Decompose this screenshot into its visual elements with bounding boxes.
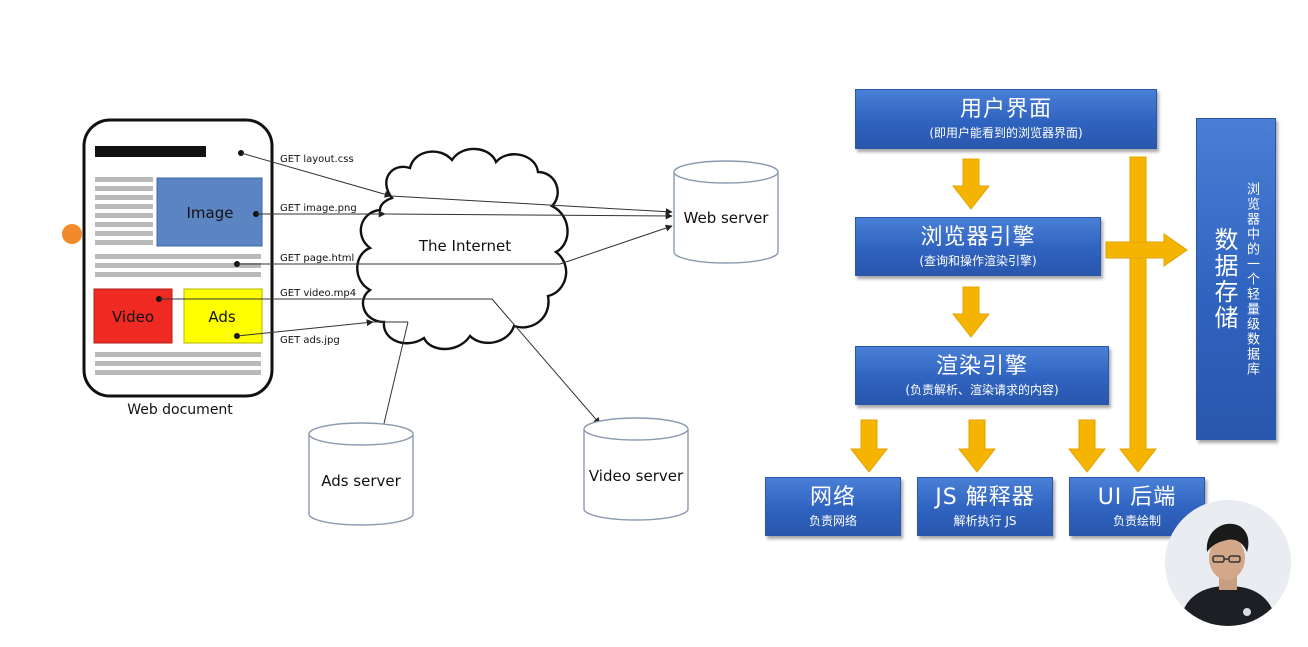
internet-label: The Internet bbox=[418, 237, 511, 255]
web-document-label: Web document bbox=[127, 402, 233, 418]
request-label-image: GET image.png bbox=[280, 203, 357, 214]
request-label-page: GET page.html bbox=[280, 253, 354, 264]
js-interpreter-subtitle: 解析执行 JS bbox=[953, 513, 1017, 528]
network-title: 网络 bbox=[809, 484, 856, 510]
cursor-indicator bbox=[62, 224, 82, 244]
arrow-render-to-network bbox=[849, 419, 889, 473]
render-engine-subtitle: (负责解析、渲染请求的内容) bbox=[905, 382, 1059, 397]
render-engine-title: 渲染引擎 bbox=[935, 353, 1028, 379]
browser-engine-subtitle: (查询和操作渲染引擎) bbox=[919, 253, 1037, 268]
presenter-avatar-icon bbox=[1165, 500, 1291, 626]
presenter-video-bubble bbox=[1165, 500, 1291, 626]
data-storage-box: 数据存储 浏览器中的一个轻量级数据库 bbox=[1196, 118, 1276, 440]
ui-backend-box: UI 后端 负责绘制 bbox=[1069, 477, 1205, 536]
ui-subtitle: (即用户能看到的浏览器界面) bbox=[929, 126, 1083, 140]
request-label-layout: GET layout.css bbox=[280, 154, 354, 165]
web-request-diagram: Image Video Ads Web document The Interne… bbox=[82, 118, 779, 526]
arrow-render-to-ui-backend bbox=[1067, 419, 1107, 473]
render-engine-box: 渲染引擎 (负责解析、渲染请求的内容) bbox=[855, 346, 1109, 405]
document-heading-bar bbox=[95, 146, 206, 157]
ui-backend-title: UI 后端 bbox=[1097, 484, 1177, 510]
web-server: Web server bbox=[673, 160, 779, 264]
data-storage-subtitle: 浏览器中的一个轻量级数据库 bbox=[1244, 181, 1259, 377]
video-server: Video server bbox=[583, 417, 689, 521]
ads-block bbox=[183, 288, 263, 344]
video-label: Video bbox=[112, 308, 154, 326]
arrow-render-to-js bbox=[957, 419, 997, 473]
ui-box: 用户界面 (即用户能看到的浏览器界面) bbox=[855, 89, 1157, 149]
ui-title: 用户界面 bbox=[959, 97, 1052, 122]
arrow-engine-to-storage bbox=[1105, 233, 1188, 267]
js-interpreter-box: JS 解释器 解析执行 JS bbox=[917, 477, 1053, 536]
browser-engine-title: 浏览器引擎 bbox=[920, 224, 1036, 250]
arrow-ui-to-ui-backend bbox=[1118, 156, 1158, 473]
document-text-lines bbox=[95, 177, 261, 375]
arrow-engine-to-render bbox=[951, 286, 991, 338]
video-server-label: Video server bbox=[589, 467, 684, 485]
web-server-label: Web server bbox=[684, 209, 770, 227]
image-block bbox=[156, 177, 263, 247]
browser-engine-box: 浏览器引擎 (查询和操作渲染引擎) bbox=[855, 217, 1101, 276]
ui-backend-subtitle: 负责绘制 bbox=[1112, 513, 1161, 528]
network-box: 网络 负责网络 bbox=[765, 477, 901, 536]
js-interpreter-title: JS 解释器 bbox=[935, 484, 1035, 510]
ads-server-label: Ads server bbox=[321, 472, 401, 490]
request-label-ads: GET ads.jpg bbox=[280, 335, 340, 346]
data-storage-title: 数据存储 bbox=[1210, 227, 1238, 331]
image-label: Image bbox=[187, 204, 234, 222]
arrow-ui-to-engine bbox=[951, 158, 991, 210]
request-arrows bbox=[159, 152, 673, 433]
ads-server: Ads server bbox=[308, 422, 414, 526]
request-label-video: GET video.mp4 bbox=[280, 288, 356, 299]
network-subtitle: 负责网络 bbox=[808, 513, 857, 528]
ads-label: Ads bbox=[208, 308, 236, 326]
